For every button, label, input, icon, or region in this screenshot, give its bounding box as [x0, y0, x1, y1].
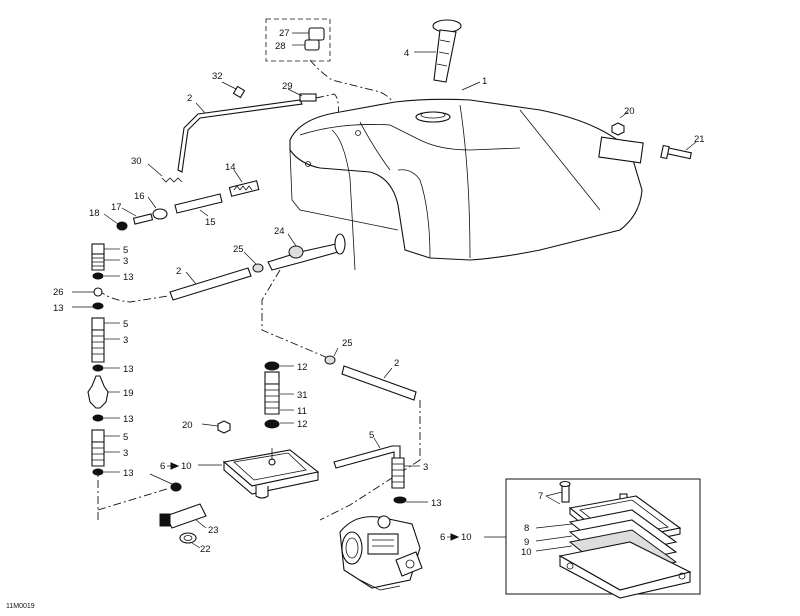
hose-5-3-bent: [333, 437, 428, 504]
callout-13: 13: [123, 364, 134, 375]
tube-15: [174, 193, 223, 214]
callout-5: 5: [123, 245, 128, 256]
inset-box-pump-breakdown: [484, 478, 701, 599]
callout-5: 5: [123, 432, 128, 443]
carburetor: [339, 515, 423, 591]
callout-9: 9: [524, 537, 529, 548]
callout-28: 28: [275, 41, 286, 52]
callout-8: 8: [524, 523, 529, 534]
callout-27: 27: [279, 28, 290, 39]
callout-23: 23: [208, 525, 219, 536]
callout-5: 5: [123, 319, 128, 330]
tank-mounting-tab: [598, 136, 644, 164]
callout-10: 10: [521, 547, 532, 558]
fuel-gauge-4: [414, 19, 462, 83]
screw-21-and-nut-20: [611, 111, 697, 160]
tube-2-middle-and-valve-24: [169, 233, 346, 301]
callout-2: 2: [176, 266, 181, 277]
callout-13: 13: [123, 414, 134, 425]
fitting-29: [299, 93, 317, 102]
callout-14: 14: [225, 162, 236, 173]
clamp-18: [116, 221, 128, 231]
left-hose-stack: [72, 243, 120, 476]
clip-32: [232, 85, 246, 99]
callout-4: 4: [404, 48, 409, 59]
callout-16: 16: [134, 191, 145, 202]
callout-20: 20: [182, 420, 193, 431]
clamp-13-and-parts-22-23: [149, 473, 207, 549]
callout-32: 32: [212, 71, 223, 82]
callout-5: 5: [369, 430, 374, 441]
callout-6: 6: [160, 461, 165, 472]
callout-13: 13: [123, 272, 134, 283]
vent-tube-2-top: [177, 81, 356, 271]
tube-2-lower: [324, 347, 417, 401]
drawing-code: 11M0019: [6, 603, 35, 610]
callout-20: 20: [624, 106, 635, 117]
callout-6: 6: [440, 532, 445, 543]
callout-1: 1: [482, 76, 487, 87]
inset-box-27-28: [265, 18, 331, 62]
fuel-pump-10: [198, 420, 320, 499]
callout-13: 13: [123, 468, 134, 479]
connector-16: [152, 208, 168, 220]
fitting-chain-14-to-18: [103, 169, 260, 231]
fitting-17: [132, 213, 154, 225]
spring-14: [228, 180, 260, 197]
callout-2: 2: [187, 93, 192, 104]
callout-22: 22: [200, 544, 211, 555]
callout-25: 25: [233, 244, 244, 255]
callout-25: 25: [342, 338, 353, 349]
filter-part-27: [308, 27, 325, 41]
callout-11: 11: [297, 406, 307, 417]
callout-13: 13: [53, 303, 64, 314]
fuel-tank-1: [289, 81, 644, 261]
callout-29: 29: [282, 81, 293, 92]
callout-30: 30: [131, 156, 142, 167]
callout-3: 3: [423, 462, 428, 473]
callout-10: 10: [181, 461, 192, 472]
callout-18: 18: [89, 208, 100, 219]
callout-3: 3: [123, 335, 128, 346]
arrow-icons: [167, 462, 460, 541]
callout-17: 17: [111, 202, 122, 213]
callout-3: 3: [123, 448, 128, 459]
callout-15: 15: [205, 217, 216, 228]
callout-12: 12: [297, 362, 308, 373]
callout-2: 2: [394, 358, 399, 369]
right-arrow-icon: [170, 462, 180, 470]
callout-10: 10: [461, 532, 472, 543]
right-arrow-icon: [450, 533, 460, 541]
callout-19: 19: [123, 388, 134, 399]
spring-30: [147, 163, 183, 183]
clamp-part-28: [304, 39, 320, 51]
callout-21: 21: [694, 134, 705, 145]
tank-filler-neck: [415, 111, 451, 123]
callout-26: 26: [53, 287, 64, 298]
callout-labels: 27 28 4 1 32 29 2 20 21 30 14 16 17 18 1…: [6, 28, 705, 610]
callout-3: 3: [123, 256, 128, 267]
callout-13: 13: [431, 498, 442, 509]
callout-24: 24: [274, 226, 285, 237]
hose-stack-12-31-11: [264, 361, 294, 429]
callout-7: 7: [538, 491, 543, 502]
callout-12: 12: [297, 419, 308, 430]
callout-31: 31: [297, 390, 308, 401]
